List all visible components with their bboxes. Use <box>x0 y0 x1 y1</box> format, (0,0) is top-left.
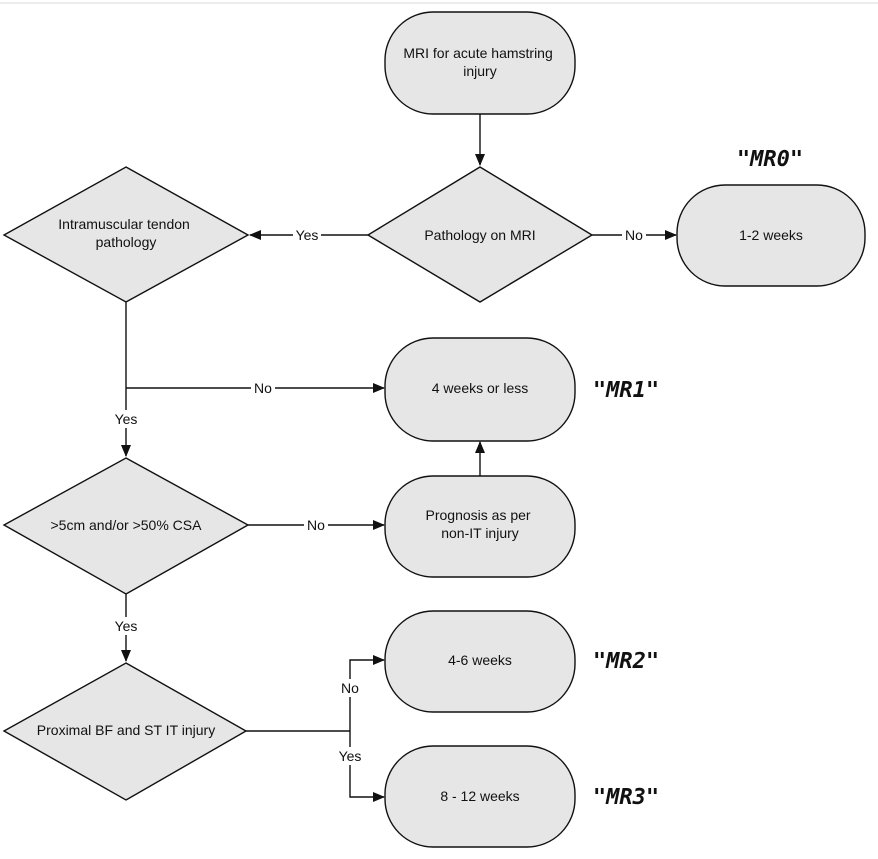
size-decision <box>2 457 250 595</box>
mr1-outcome-label: 4 weeks or less <box>432 380 528 396</box>
edge-proximal-no <box>349 655 385 731</box>
grade-label-mr1: "MR1" <box>593 378 659 403</box>
grade-label-mr2: "MR2" <box>593 649 659 674</box>
it-pathology-decision <box>2 166 250 303</box>
edge-label-bg <box>251 379 275 397</box>
mr3-outcome-label: 8 - 12 weeks <box>440 788 519 804</box>
edge-label-bg <box>112 410 140 428</box>
mr2-outcome-label: 4-6 weeks <box>448 652 512 668</box>
proximal-decision-label: Proximal BF and ST IT injury <box>37 722 215 738</box>
non-it-node-label: Prognosis as per non-IT injury <box>426 507 535 541</box>
pathology-decision <box>366 166 594 303</box>
mr1-outcome-node <box>384 337 576 442</box>
mr0-outcome-label: 1-2 weeks <box>739 227 803 243</box>
grade-label-mr0: "MR0" <box>737 147 803 172</box>
grade-label-mr3: "MR3" <box>593 785 659 810</box>
non-it-node <box>384 475 576 578</box>
mr2-outcome-node <box>384 610 576 713</box>
edge-label-it-no: No <box>254 380 272 396</box>
it-pathology-decision-label: Intramuscular tendon pathology <box>58 216 193 250</box>
edge-label-pathology-yes: Yes <box>296 227 319 243</box>
edge-label-bg <box>293 226 321 244</box>
edge-label-bg <box>336 747 364 765</box>
edge-label-bg <box>304 516 328 534</box>
edge-label-size-no: No <box>307 517 325 533</box>
start-node <box>384 11 576 115</box>
edge-label-bg <box>622 226 646 244</box>
pathology-decision-label: Pathology on MRI <box>424 227 535 243</box>
edge-label-it-yes: Yes <box>115 411 138 427</box>
edge-label-bg <box>112 617 140 635</box>
edge-label-proximal-yes: Yes <box>339 748 362 764</box>
mr0-outcome-node <box>676 184 866 287</box>
edge-label-pathology-no: No <box>625 227 643 243</box>
edge-label-bg <box>338 679 362 697</box>
edge-label-size-yes: Yes <box>115 618 138 634</box>
proximal-decision <box>2 662 248 801</box>
edge-label-proximal-no: No <box>341 680 359 696</box>
size-decision-label: >5cm and/or >50% CSA <box>51 517 203 533</box>
start-node-label: MRI for acute hamstring injury <box>403 45 556 79</box>
mr3-outcome-node <box>384 745 576 848</box>
